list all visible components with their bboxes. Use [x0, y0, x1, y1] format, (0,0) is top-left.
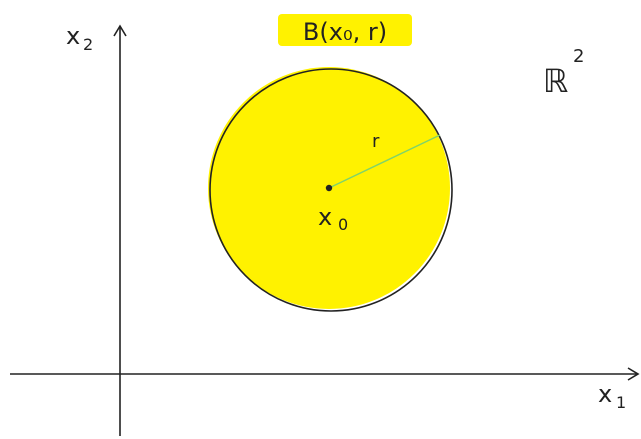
x-axis-subscript: 1 [616, 393, 626, 412]
y-axis-arrow-icon [113, 24, 127, 37]
ball-boundary [209, 68, 453, 312]
space-exponent: 2 [573, 46, 584, 67]
y-axis-subscript: 2 [83, 35, 93, 54]
radius-label: r [372, 131, 380, 152]
title-label: B(x₀, r) [303, 18, 387, 46]
radius-line [328, 134, 441, 189]
title-highlight [278, 14, 412, 46]
center-subscript: 0 [338, 215, 348, 234]
x-axis-arrow-icon [627, 367, 640, 381]
center-point [325, 184, 333, 192]
y-axis-label: x [66, 22, 80, 50]
space-label: ℝ [543, 62, 568, 100]
center-label: x [318, 203, 332, 231]
x-axis-label: x [598, 380, 612, 408]
